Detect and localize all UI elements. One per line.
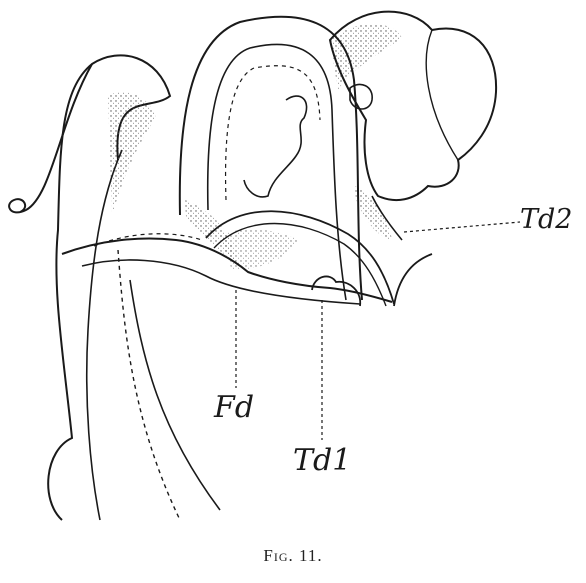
jagged-tissue (244, 96, 307, 197)
head-division (426, 30, 458, 160)
label-fd: Fd (214, 393, 254, 423)
td2-hook (394, 254, 432, 306)
stipple-center (220, 229, 300, 270)
stipple-left (108, 92, 156, 215)
stipple-right (355, 186, 392, 240)
label-td1: Td1 (293, 446, 351, 476)
stem-outline (130, 280, 220, 510)
stipple-top (330, 24, 402, 90)
arched-loop-inner (208, 44, 346, 300)
arched-loop-dashed (226, 66, 320, 200)
label-td2: Td2 (520, 206, 572, 233)
stem-dashed-channel (118, 250, 180, 520)
figure-caption: Fig. 11. (0, 546, 586, 566)
curled-tip (9, 64, 92, 212)
fd-fold-dashed (94, 234, 202, 246)
left-sheath-inner (87, 150, 122, 520)
fd-fold-inner (82, 260, 360, 304)
leader-td2 (404, 222, 520, 232)
